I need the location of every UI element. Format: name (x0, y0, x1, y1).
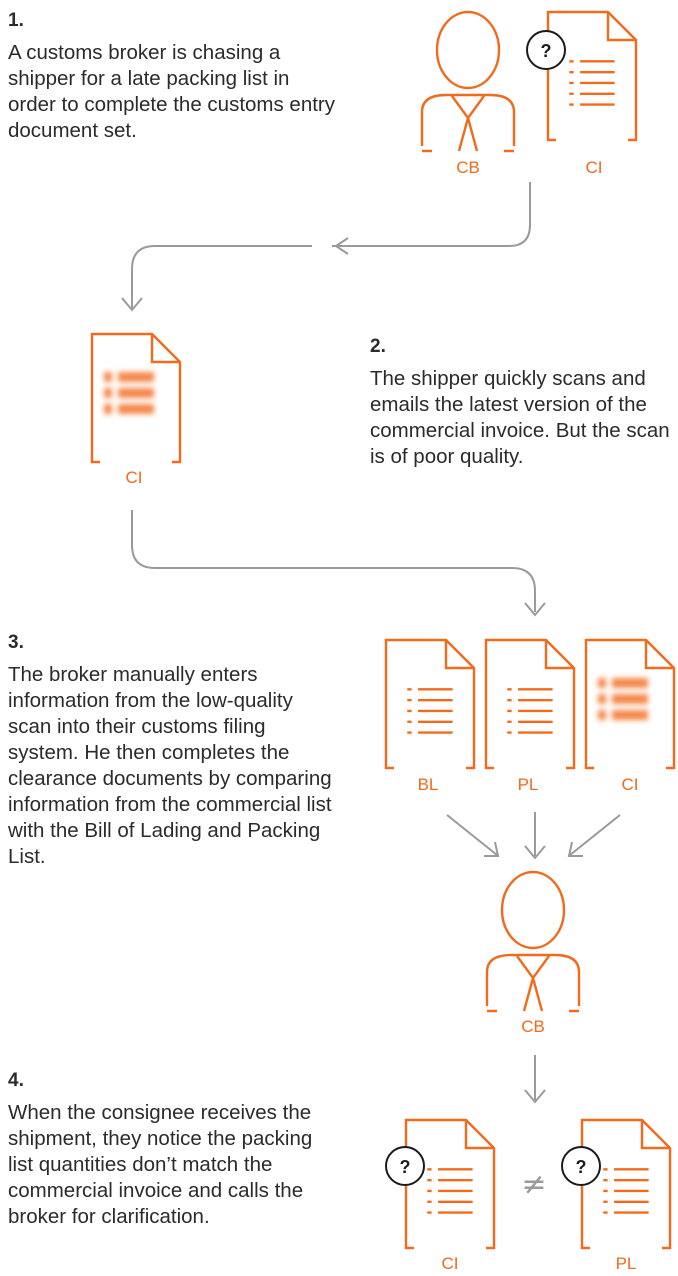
not-equal-symbol: ≠ (521, 1167, 546, 1202)
flow-arrow-3 (524, 1055, 546, 1104)
scanned-invoice-icon (90, 332, 182, 464)
flow-arrow-2-head (524, 602, 546, 617)
invoice-scan-label: CI (126, 468, 143, 487)
step-2-number: 2. (370, 336, 386, 357)
flow-arrow-1-left-chevron (334, 237, 349, 255)
converging-arrows (446, 812, 621, 860)
step-1: 1. A customs broker is chasing a shipper… (8, 8, 338, 144)
packing-list-icon-bottom (580, 1118, 672, 1250)
customs-broker-person-icon-middle (485, 870, 581, 1013)
question-badge-icon-invoice: ? (385, 1146, 425, 1186)
blurred-invoice-icon (584, 638, 676, 770)
question-badge-icon-top: ? (526, 30, 566, 70)
invoice-label-top: CI (586, 158, 603, 177)
step-4-number: 4. (8, 1070, 24, 1091)
packing-list-label-bottom: PL (616, 1254, 637, 1273)
question-mark-top: ? (541, 41, 552, 61)
blurred-invoice-label: CI (622, 775, 639, 794)
step-4: 4. When the consignee receives the shipm… (8, 1068, 338, 1230)
step-3: 3. The broker manually enters informatio… (8, 630, 338, 870)
step-2-text: The shipper quickly scans and emails the… (370, 367, 670, 468)
step-2: 2. The shipper quickly scans and emails … (370, 334, 670, 470)
customs-broker-person-icon (420, 10, 516, 153)
commercial-invoice-icon-bottom (404, 1118, 496, 1250)
step-3-number: 3. (8, 632, 24, 653)
packing-list-icon (484, 638, 576, 770)
question-mark-invoice: ? (400, 1157, 411, 1177)
packing-list-label: PL (518, 775, 539, 794)
flow-arrow-2 (131, 510, 536, 612)
bill-of-lading-label: BL (418, 775, 439, 794)
invoice-label-bottom: CI (442, 1254, 459, 1273)
broker-label-middle: CB (521, 1017, 545, 1036)
step-1-number: 1. (8, 10, 24, 31)
broker-label-top: CB (456, 158, 480, 177)
step-3-text: The broker manually enters information f… (8, 663, 332, 868)
question-mark-packing-list: ? (576, 1157, 587, 1177)
step-1-text: A customs broker is chasing a shipper fo… (8, 41, 336, 142)
commercial-invoice-icon-top (546, 10, 638, 142)
question-badge-icon-packing-list: ? (561, 1146, 601, 1186)
flow-arrow-1-head (121, 297, 143, 312)
bill-of-lading-icon (384, 638, 476, 770)
step-4-text: When the consignee receives the shipment… (8, 1101, 313, 1228)
